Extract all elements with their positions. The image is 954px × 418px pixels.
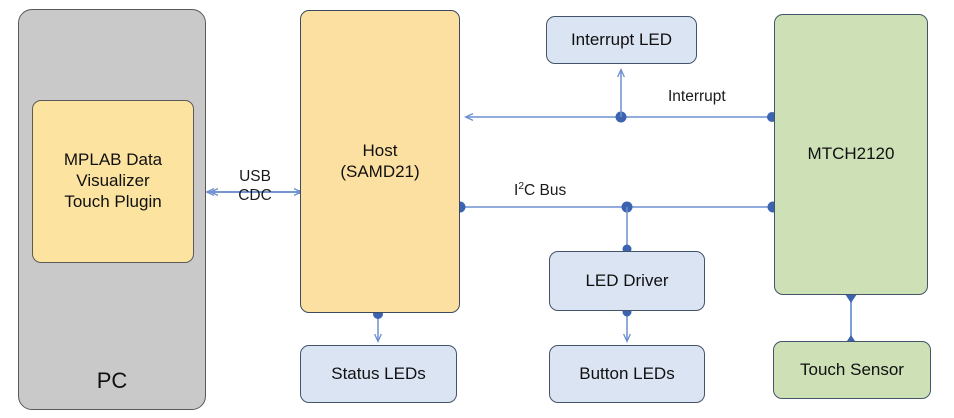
status-leds-label: Status LEDs [331,363,426,383]
wire-led-driver-button-leds [622,307,632,343]
mplab-data-visualizer-touch-plugin-block[interactable]: MPLAB Data Visualizer Touch Plugin [32,100,194,263]
plugin-label-line2: Visualizer [76,171,150,191]
usb-label-line2: CDC [238,186,272,204]
usb-label-line1: USB [239,168,271,185]
pc-label: PC [96,368,128,394]
led-driver-label: LED Driver [585,270,669,290]
usb-cdc-label: USB CDC [222,168,288,205]
i2c-suffix: C Bus [524,182,567,199]
status-leds-block[interactable]: Status LEDs [300,345,457,403]
led-driver-block[interactable]: LED Driver [549,251,705,311]
wire-mtch-touch-sensor [845,294,857,344]
touch-sensor-block[interactable]: Touch Sensor [773,341,931,399]
button-leds-block[interactable]: Button LEDs [549,345,705,403]
i2c-prefix: I [514,182,519,199]
host-label-line1: Host [362,140,398,160]
mtch2120-block[interactable]: MTCH2120 [774,14,928,295]
host-label-line2: (SAMD21) [340,161,420,181]
plugin-label-line1: MPLAB Data [63,150,163,170]
interrupt-led-block[interactable]: Interrupt LED [546,16,697,64]
interrupt-led-label: Interrupt LED [570,29,673,49]
plugin-label-line3: Touch Plugin [64,191,162,211]
host-samd21-block[interactable]: Host (SAMD21) [300,10,460,313]
button-leds-label: Button LEDs [579,363,675,383]
touch-sensor-label: Touch Sensor [800,359,904,379]
wire-i2c-bus [454,201,779,254]
mtch2120-label: MTCH2120 [807,144,895,164]
interrupt-wire-label: Interrupt [668,88,726,105]
i2c-bus-wire-label: I2C Bus [514,180,567,201]
wire-interrupt [464,68,777,123]
i2c-superscript: 2 [518,180,524,192]
wire-host-status-leds [373,309,383,343]
